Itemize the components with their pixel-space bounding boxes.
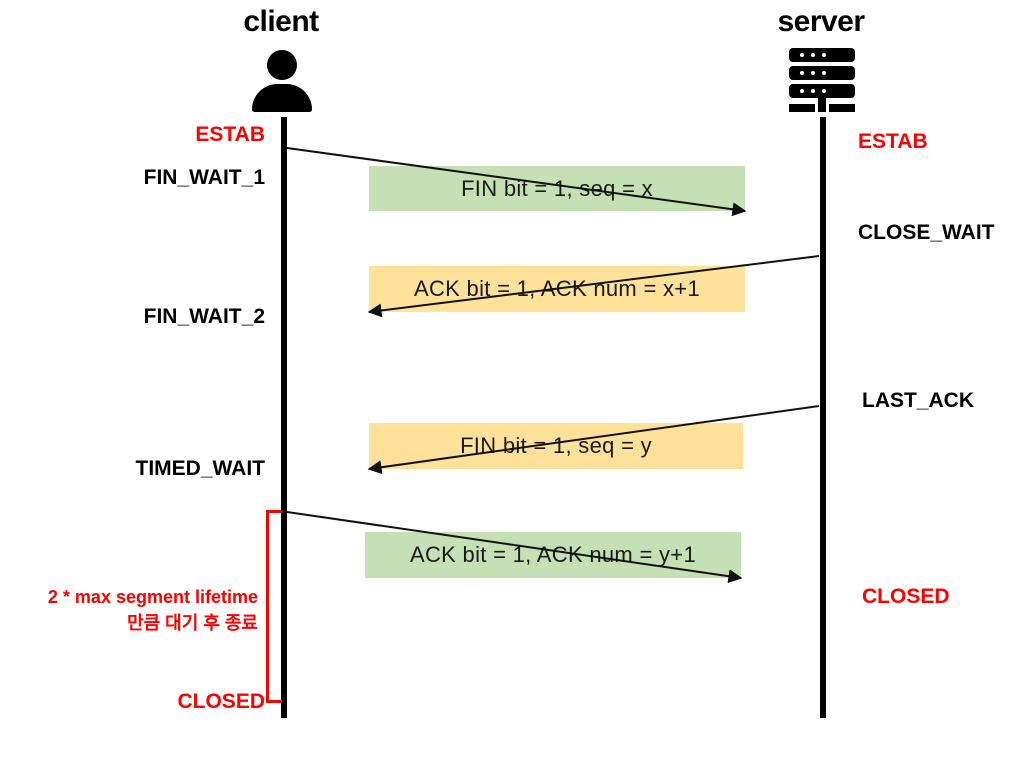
server-state-close-wait: CLOSE_WAIT <box>858 221 995 244</box>
max-segment-lifetime-note: 2 * max segment lifetime 만큼 대기 후 종료 <box>10 584 258 636</box>
timed-wait-bracket <box>266 510 282 703</box>
message-box-ack-num-y-plus-1: ACK bit = 1, ACK num = y+1 <box>365 532 741 578</box>
msl-note-line-2: 만큼 대기 후 종료 <box>127 613 258 634</box>
server-state-closed: CLOSED <box>862 585 950 608</box>
server-rack-bar-3 <box>789 84 855 98</box>
server-stand-stem <box>818 97 826 104</box>
msl-note-line-1: 2 * max segment lifetime <box>47 587 258 607</box>
server-stand-foot-center <box>818 104 826 112</box>
server-lifeline <box>820 117 826 718</box>
client-state-fin-wait-1: FIN_WAIT_1 <box>143 166 265 189</box>
server-rack-icon <box>789 48 855 114</box>
client-actor-title: client <box>243 5 319 38</box>
client-state-closed: CLOSED <box>177 690 265 713</box>
message-box-fin-seq-x: FIN bit = 1, seq = x <box>369 166 745 211</box>
server-rack-bar-2 <box>789 66 855 80</box>
server-actor-title: server <box>777 5 865 38</box>
client-state-timed-wait: TIMED_WAIT <box>135 457 266 480</box>
client-state-fin-wait-2: FIN_WAIT_2 <box>143 305 265 328</box>
person-icon <box>252 50 312 112</box>
server-stand-foot-right <box>829 104 855 112</box>
message-box-fin-seq-y: FIN bit = 1, seq = y <box>369 423 743 469</box>
server-rack-bar-1 <box>789 48 855 62</box>
client-lifeline <box>281 117 287 718</box>
message-box-ack-num-x-plus-1: ACK bit = 1, ACK num = x+1 <box>369 266 745 312</box>
server-state-estab: ESTAB <box>858 130 928 153</box>
server-stand-foot-left <box>789 104 815 112</box>
person-head-shape <box>267 50 297 80</box>
person-body-shape <box>252 84 312 112</box>
server-state-last-ack: LAST_ACK <box>862 389 975 412</box>
client-state-estab: ESTAB <box>195 123 265 146</box>
